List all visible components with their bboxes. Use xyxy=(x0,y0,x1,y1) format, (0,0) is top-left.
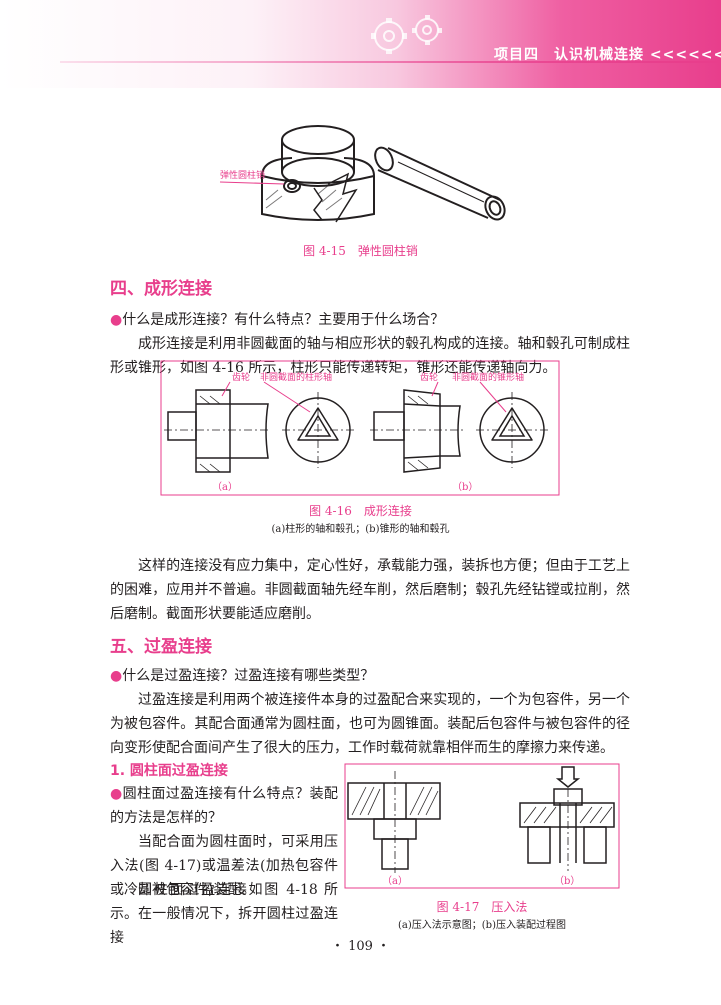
figure-4-17-tag-b: （b） xyxy=(554,875,580,887)
subsection-1-question-text: 圆柱面过盈连接有什么特点？装配的方法是怎样的？ xyxy=(110,786,339,826)
section-5-question: ●什么是过盈连接？过盈连接有哪些类型？ xyxy=(110,668,375,684)
figure-4-16-tag-a: （a） xyxy=(212,481,238,493)
gear-decoration-icon xyxy=(371,15,442,54)
section-4-question-text: 什么是成形连接？有什么特点？主要用于什么场合？ xyxy=(122,312,445,328)
figure-4-16-caption: 图 4-16 成形连接 xyxy=(309,504,412,518)
section-5-question-text: 什么是过盈连接？过盈连接有哪些类型？ xyxy=(122,668,375,684)
gear-label-a: 齿轮 xyxy=(232,371,250,383)
chapter-header-title: 项目四 认识机械连接 <<<<<<< xyxy=(494,47,721,63)
header-rule xyxy=(60,61,721,63)
section-5-paragraph-1: 过盈连接是利用两个被连接件本身的过盈配合来实现的，一个为包容件，另一个为被包容件… xyxy=(110,692,630,756)
page-number: ・ 109 ・ xyxy=(330,939,391,954)
subsection-1-question: ●圆柱面过盈连接有什么特点？装配的方法是怎样的？ xyxy=(110,786,339,826)
gear-label-b: 齿轮 xyxy=(420,371,438,383)
section-5-heading: 五、过盈连接 xyxy=(110,637,212,657)
subsection-1-paragraph-2: 圆柱面过盈连接如图 4-18 所示。 xyxy=(110,882,338,922)
figure-4-17-subcaption: (a)压入法示意图；(b)压入装配过程图 xyxy=(398,920,566,931)
figure-4-17-press-fit: （a） （b） xyxy=(344,763,620,889)
figure-4-16-form-connection: 齿轮 非圆截面的柱形轴 齿轮 非圆截面的锥形轴 （a） （b） xyxy=(160,360,560,496)
figure-4-17-caption: 图 4-17 压入法 xyxy=(436,900,528,914)
figure-4-15-caption: 图 4-15 弹性圆柱销 xyxy=(303,244,418,258)
cylindrical-shaft-label: 非圆截面的柱形轴 xyxy=(260,371,332,383)
subsection-1-paragraph-3: 在一般情况下，拆开圆柱过盈连接 xyxy=(110,906,338,946)
section-4-heading: 四、成形连接 xyxy=(110,279,212,299)
section-4-paragraph-2: 这样的连接没有应力集中，定心性好，承载能力强，装拆也方便；但由于工艺上的困难，应… xyxy=(110,558,630,622)
conical-shaft-label: 非圆截面的锥形轴 xyxy=(452,371,524,383)
header-band xyxy=(0,0,721,88)
subsection-1-heading: 1. 圆柱面过盈连接 xyxy=(110,763,228,779)
subsection-1-paragraph-1: 当配合面为圆柱面时，可采用压入法(图 4-17)或温差法(加热包容件或冷却被包容… xyxy=(110,834,338,898)
figure-4-15-elastic-pin: 弹性圆柱销 xyxy=(219,125,506,223)
figure-4-17-tag-a: （a） xyxy=(382,875,408,887)
section-4-paragraph-1: 成形连接是利用非圆截面的轴与相应形状的毂孔构成的连接。轴和毂孔可制成柱形或锥形，… xyxy=(110,336,630,376)
figure-4-16-tag-b: （b） xyxy=(452,481,478,493)
section-4-question: ●什么是成形连接？有什么特点？主要用于什么场合？ xyxy=(110,312,445,328)
elastic-pin-label: 弹性圆柱销 xyxy=(220,169,265,181)
figure-4-16-subcaption: (a)柱形的轴和毂孔；(b)锥形的轴和毂孔 xyxy=(271,524,450,535)
